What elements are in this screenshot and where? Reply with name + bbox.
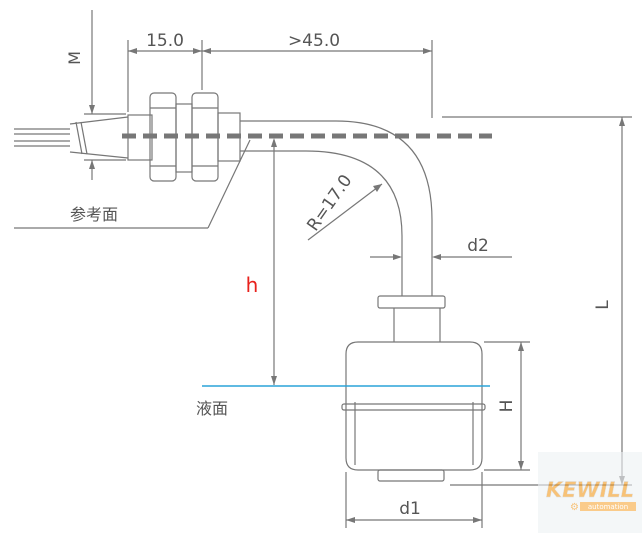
cable xyxy=(14,116,129,159)
label-45: >45.0 xyxy=(288,31,340,51)
gear-icon: ⚙ xyxy=(570,502,579,513)
stem xyxy=(240,120,433,296)
label-d1: d1 xyxy=(399,499,421,519)
collar xyxy=(377,295,446,309)
label-l: L xyxy=(593,300,613,310)
label-m: M xyxy=(65,51,84,65)
label-reference-plane: 参考面 xyxy=(70,205,118,224)
float xyxy=(341,341,486,482)
label-radius: R=17.0 xyxy=(303,171,356,235)
label-h-small: h xyxy=(246,273,259,297)
svg-text:automation: automation xyxy=(588,503,628,511)
label-h-float: H xyxy=(497,400,517,413)
label-d2: d2 xyxy=(467,236,489,256)
label-15: 15.0 xyxy=(146,31,184,51)
svg-text:KEWILL: KEWILL xyxy=(546,478,634,502)
label-liquid-surface: 液面 xyxy=(196,399,228,418)
brand-logo: KEWILL ⚙ automation xyxy=(538,452,642,533)
